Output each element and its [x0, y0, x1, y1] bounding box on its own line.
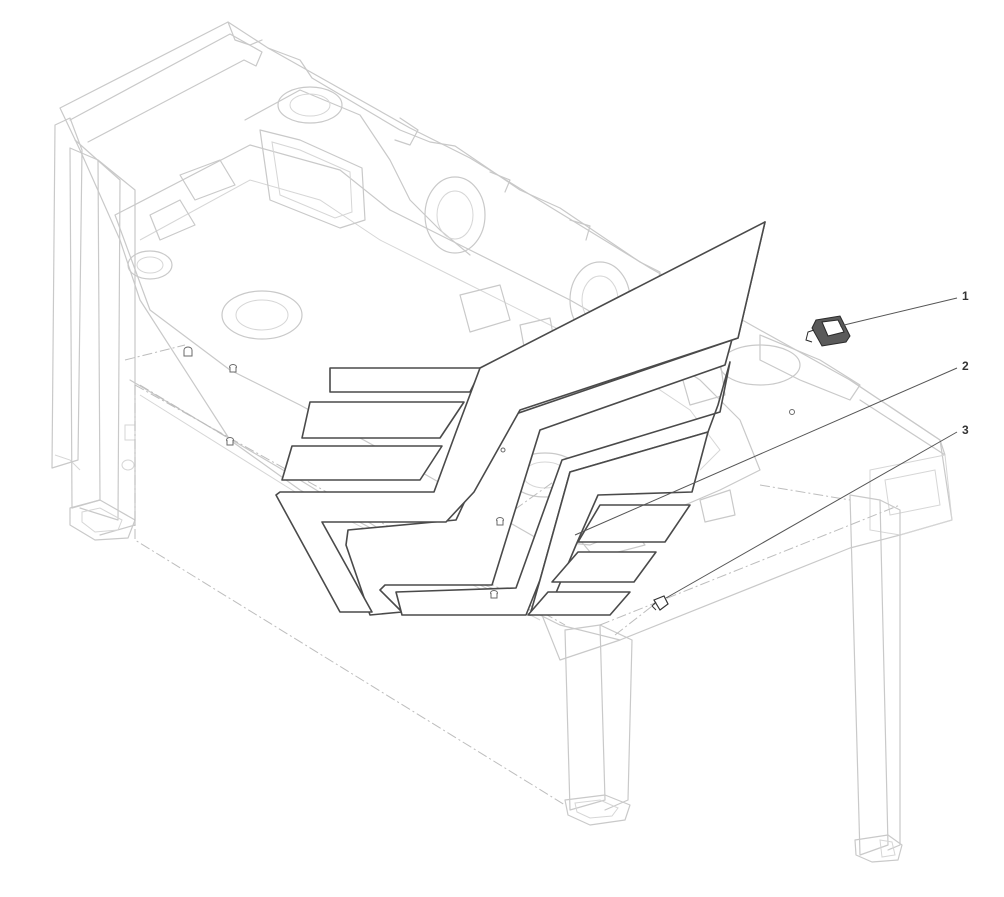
decal-stripe-3	[281, 445, 443, 481]
decal-block-1	[577, 504, 691, 543]
callout-1: 1	[839, 289, 969, 327]
highlighted-decal-part	[275, 221, 766, 616]
fastener-hole	[789, 409, 795, 415]
leader-line-3	[665, 431, 958, 599]
callout-label-3: 3	[962, 423, 969, 437]
decal-block-3	[527, 591, 631, 616]
fastener-screw	[229, 364, 237, 373]
leader-line-2	[574, 367, 958, 536]
decal-stripe-2	[301, 401, 465, 439]
decal-chevron-middle	[395, 361, 731, 616]
decal-chevron-outline	[275, 221, 766, 613]
callout-3: 3	[665, 423, 969, 599]
fastener-screw-callout-3	[651, 595, 669, 611]
callout-label-2: 2	[962, 359, 969, 373]
ghosted-legs	[51, 117, 903, 863]
fasteners	[183, 346, 795, 611]
callout-label-1: 1	[962, 289, 969, 303]
rocker-switch-part	[805, 315, 851, 347]
fastener-clip	[490, 590, 498, 599]
fastener-clip	[496, 517, 504, 526]
fastener-screw	[183, 346, 193, 357]
leader-line-1	[839, 297, 958, 327]
fastener-hole	[500, 447, 506, 453]
decal-block-2	[551, 551, 657, 583]
decal-stripe-1	[329, 367, 483, 393]
callout-2: 2	[574, 359, 969, 536]
fastener-screw	[226, 437, 234, 446]
ghosted-frame	[59, 21, 953, 661]
